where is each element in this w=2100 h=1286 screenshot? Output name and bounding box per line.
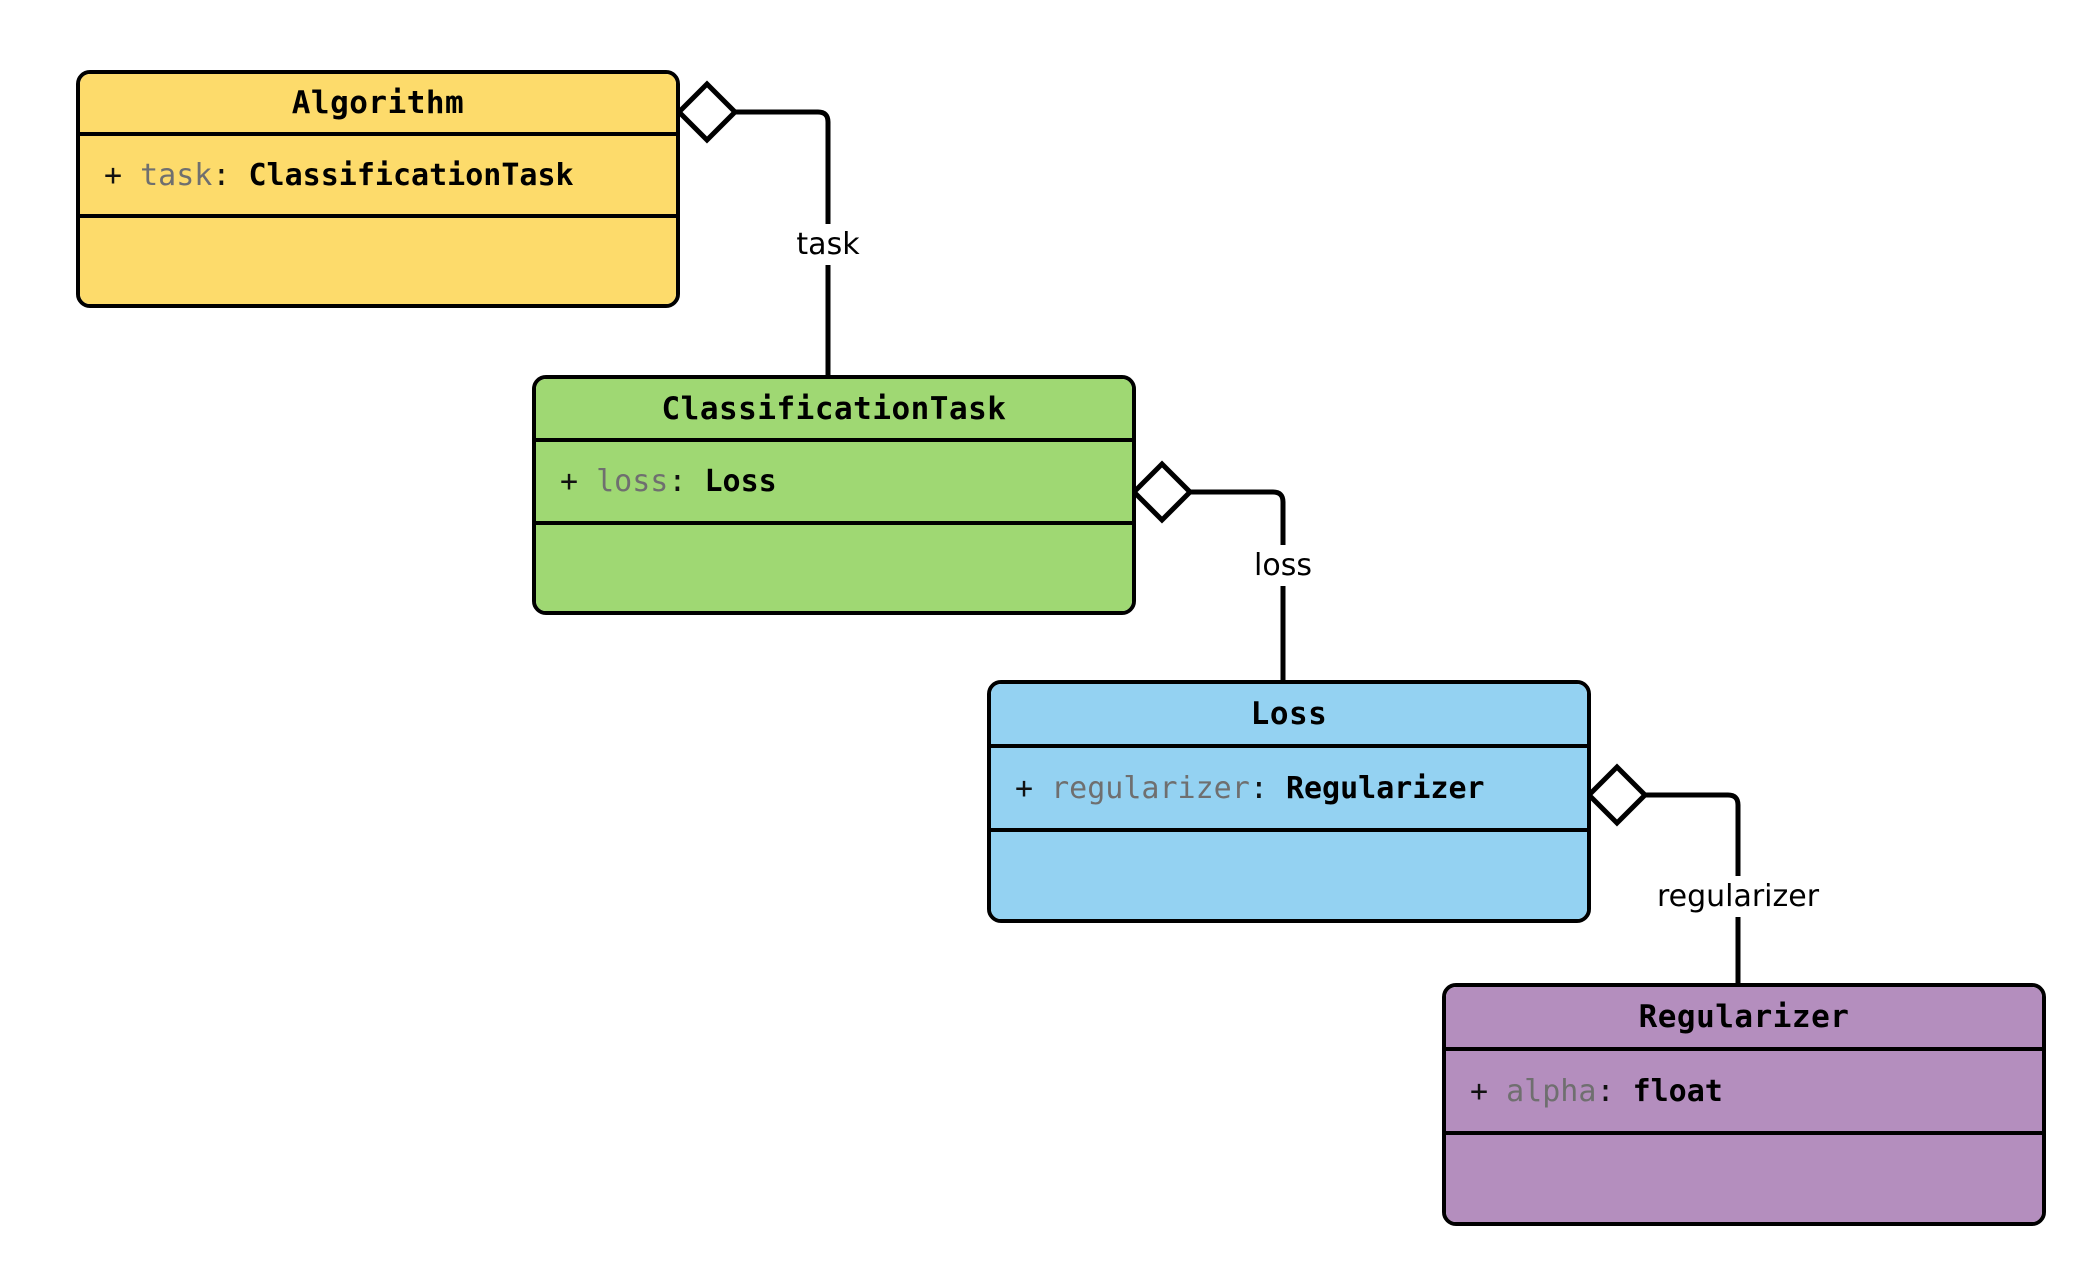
class-name-compartment: Loss xyxy=(991,684,1587,748)
class-attributes-compartment: + alpha: float xyxy=(1446,1051,2042,1135)
attribute-separator: : xyxy=(1596,1073,1615,1109)
attribute-type: float xyxy=(1632,1073,1723,1109)
attribute-separator: : xyxy=(212,157,231,193)
attribute-name: regularizer xyxy=(1051,770,1250,806)
attribute-space xyxy=(1615,1074,1633,1109)
edge-label-loss: loss xyxy=(1248,545,1318,586)
class-box-classificationtask[interactable]: ClassificationTask + loss: Loss xyxy=(532,375,1136,615)
edge-label-task: task xyxy=(790,224,866,265)
attribute-type: Regularizer xyxy=(1285,770,1485,806)
attribute-row: + loss: Loss xyxy=(560,464,777,499)
attribute-type: Loss xyxy=(704,464,777,499)
class-name-compartment: Algorithm xyxy=(80,74,676,136)
attribute-visibility: + xyxy=(104,157,123,193)
attribute-row: + task: ClassificationTask xyxy=(104,158,574,193)
class-operations-compartment xyxy=(536,525,1132,611)
class-attributes-compartment: + loss: Loss xyxy=(536,442,1132,525)
aggregation-diamond-icon xyxy=(675,80,739,144)
edge-loss-to-regularizer xyxy=(1585,763,1741,983)
attribute-visibility: + xyxy=(1470,1073,1489,1109)
attribute-separator: : xyxy=(668,464,687,499)
aggregation-diamond-icon xyxy=(1130,460,1194,524)
class-operations-compartment xyxy=(80,218,676,304)
attribute-space xyxy=(578,464,596,499)
attribute-space xyxy=(1033,771,1051,806)
class-title: Loss xyxy=(1250,696,1328,732)
class-title: Regularizer xyxy=(1638,999,1850,1035)
attribute-visibility: + xyxy=(1015,770,1034,806)
attribute-row: + alpha: float xyxy=(1470,1074,1723,1109)
class-box-regularizer[interactable]: Regularizer + alpha: float xyxy=(1442,983,2046,1226)
class-title: ClassificationTask xyxy=(661,390,1007,427)
class-operations-compartment xyxy=(991,832,1587,919)
attribute-space xyxy=(1488,1074,1506,1109)
attribute-space xyxy=(1268,771,1286,806)
attribute-type: ClassificationTask xyxy=(248,157,574,193)
attribute-space xyxy=(230,158,248,193)
class-box-algorithm[interactable]: Algorithm + task: ClassificationTask xyxy=(76,70,680,308)
class-title: Algorithm xyxy=(291,85,465,121)
class-name-compartment: ClassificationTask xyxy=(536,379,1132,442)
attribute-space xyxy=(122,158,140,193)
attribute-visibility: + xyxy=(560,464,579,499)
class-attributes-compartment: + task: ClassificationTask xyxy=(80,136,676,218)
class-name-compartment: Regularizer xyxy=(1446,987,2042,1051)
class-attributes-compartment: + regularizer: Regularizer xyxy=(991,748,1587,832)
attribute-name: alpha xyxy=(1506,1073,1597,1109)
aggregation-diamond-icon xyxy=(1585,763,1649,827)
attribute-name: task xyxy=(140,157,213,193)
class-box-loss[interactable]: Loss + regularizer: Regularizer xyxy=(987,680,1591,923)
attribute-name: loss xyxy=(596,464,669,499)
edge-classificationtask-to-loss xyxy=(1130,460,1286,680)
edge-algorithm-to-classificationtask xyxy=(675,80,831,375)
attribute-space xyxy=(686,464,704,499)
attribute-row: + regularizer: Regularizer xyxy=(1015,771,1485,806)
attribute-separator: : xyxy=(1249,770,1268,806)
edge-label-regularizer: regularizer xyxy=(1650,876,1826,917)
class-operations-compartment xyxy=(1446,1135,2042,1222)
